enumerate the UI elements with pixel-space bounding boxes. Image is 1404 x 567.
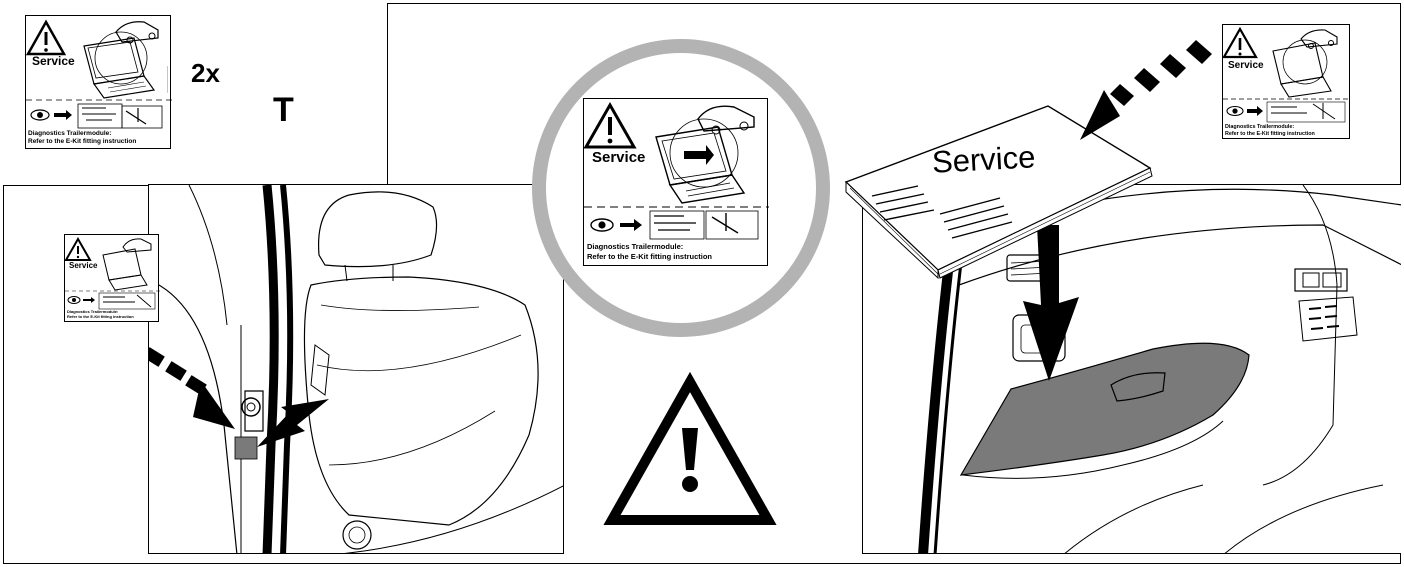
sticker-small-right-art — [1223, 25, 1351, 140]
sticker-small-right-diag1: Diagnostics Trailermodule: — [1225, 124, 1294, 130]
sticker-small-right: Service Diagnostics Trailermodule: Refer… — [1222, 24, 1350, 139]
sticker-small-right-title: Service — [1228, 60, 1264, 71]
dashed-arrow-right — [1080, 40, 1212, 140]
manual-title: Service — [931, 139, 1036, 180]
sticker-small-right-diag2: Refer to the E-Kit fitting instruction — [1225, 131, 1315, 137]
